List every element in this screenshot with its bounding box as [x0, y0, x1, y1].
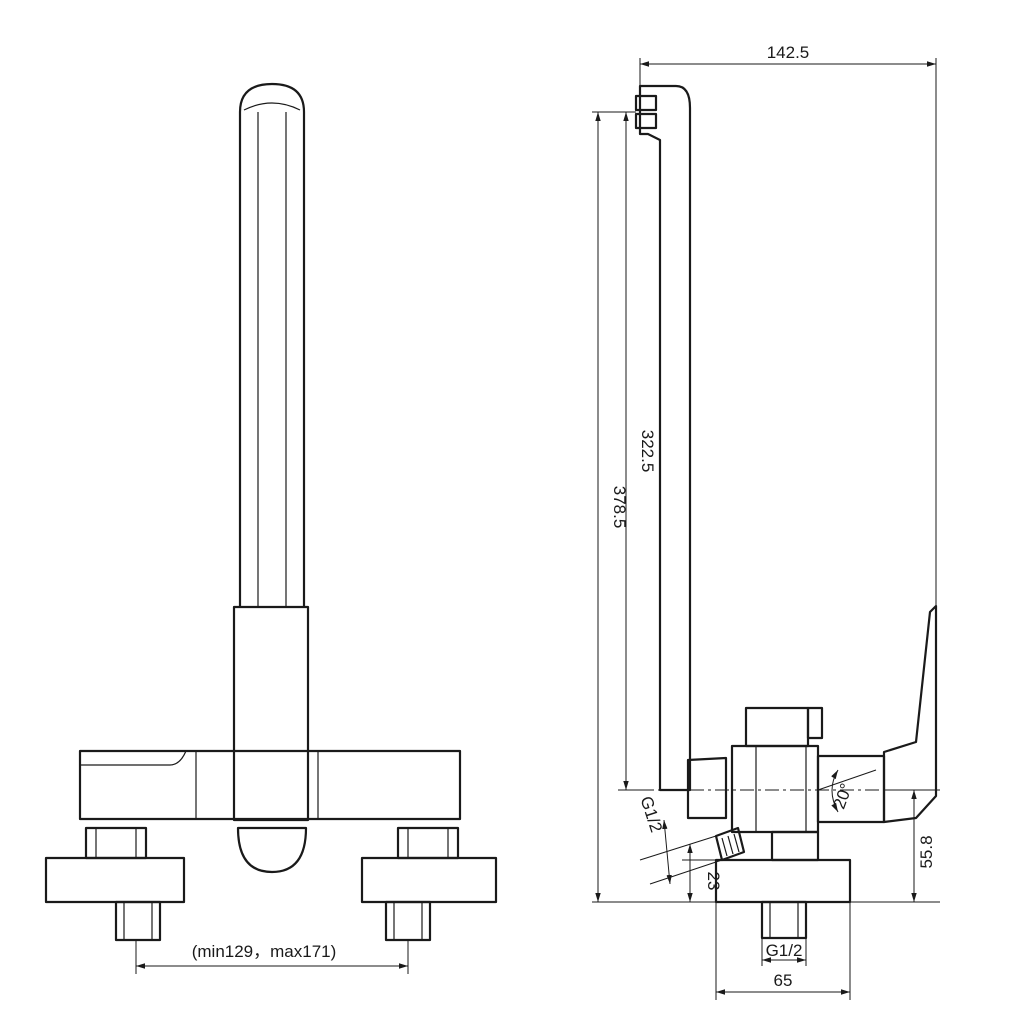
inlet-offset-label: 23: [704, 872, 723, 891]
overall-width-label: 142.5: [767, 43, 810, 62]
mount-height-label: 55.8: [917, 835, 936, 868]
front-spout-outlet: [236, 826, 308, 874]
dim-overall-height: 378.5: [592, 111, 716, 903]
dim-base-width: 65: [715, 902, 851, 1000]
side-pipe-nut: [686, 756, 728, 820]
front-riser-pipe: [238, 82, 306, 607]
dim-overall-width: 142.5: [639, 43, 937, 606]
side-base: [714, 830, 852, 940]
side-head-arm: [634, 84, 692, 792]
inlet-thread-label: G1/2: [766, 941, 803, 960]
base-width-label: 65: [774, 971, 793, 990]
dim-center-distance: (min129，max171): [135, 940, 409, 974]
front-diverter-block: [232, 605, 310, 822]
front-left-connection: [44, 826, 186, 942]
dim-inlet-offset: 23: [682, 844, 723, 902]
dim-mount-height: 55.8: [850, 789, 940, 903]
side-handle-lever: [882, 604, 938, 824]
front-view: (min129，max171): [44, 82, 498, 974]
dim-inlet-thread: G1/2: [761, 938, 807, 966]
dim-side-thread: G1/2: [637, 794, 723, 885]
angle-label: 20°: [830, 781, 857, 812]
side-thread-label: G1/2: [637, 794, 666, 835]
side-angled-outlet: [714, 826, 746, 862]
dim-angle: 20°: [817, 769, 877, 813]
spout-height-label: 322.5: [638, 430, 657, 473]
front-mixer-body: [78, 749, 462, 821]
side-view: 142.5 378.5 322.5 55.8 23: [592, 43, 940, 1000]
dim-spout-height: 322.5: [618, 111, 657, 791]
side-valve-body: [730, 706, 886, 834]
center-distance-label: (min129，max171): [192, 942, 337, 961]
front-right-connection: [360, 826, 498, 942]
